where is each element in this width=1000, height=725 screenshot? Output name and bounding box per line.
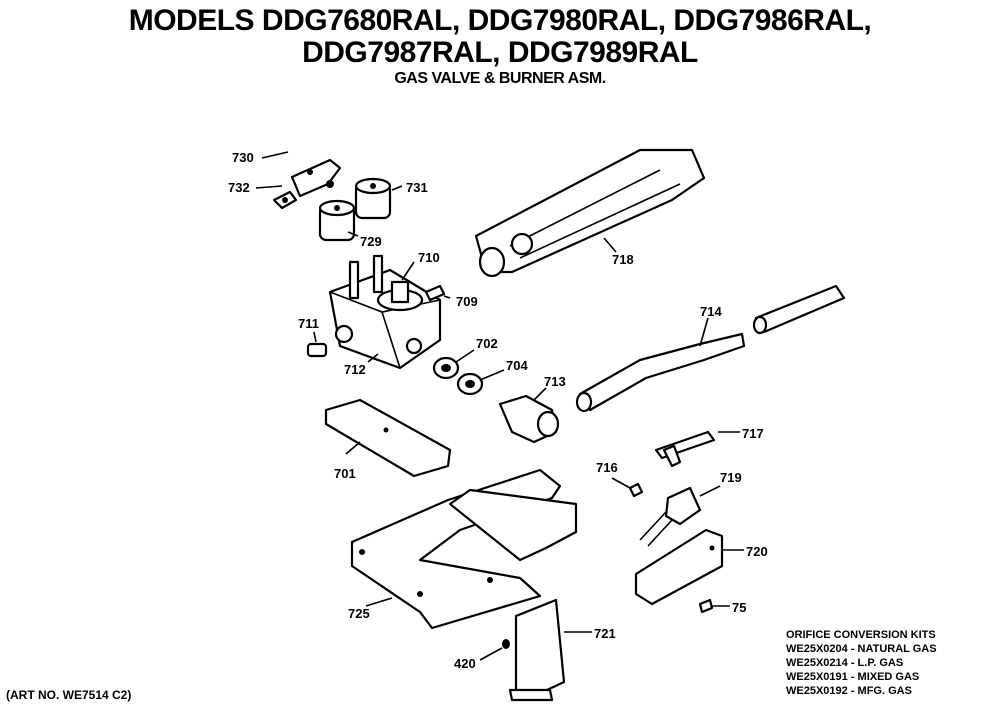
label-717: 717 <box>742 426 764 441</box>
label-701: 701 <box>334 466 356 481</box>
label-716: 716 <box>596 460 618 475</box>
label-712: 712 <box>344 362 366 377</box>
art-number: (ART NO. WE7514 C2) <box>6 688 132 702</box>
part-tube-extension <box>752 284 846 335</box>
part-712-gas-valve <box>328 254 442 370</box>
orifice-kit-row: WE25X0214 - L.P. GAS <box>786 657 904 669</box>
label-720: 720 <box>746 544 768 559</box>
subtitle: GAS VALVE & BURNER ASM. <box>394 70 606 87</box>
label-725: 725 <box>348 606 370 621</box>
label-719: 719 <box>720 470 742 485</box>
part-713-elbow <box>498 394 560 444</box>
label-75: 75 <box>732 600 746 615</box>
part-701-bracket <box>324 398 452 478</box>
label-732: 732 <box>228 180 250 195</box>
label-718: 718 <box>612 252 634 267</box>
part-732-screws <box>272 180 334 210</box>
title-line-2: DDG7987RAL, DDG7989RAL <box>302 36 698 69</box>
title-line-1: MODELS DDG7680RAL, DDG7980RAL, DDG7986RA… <box>128 4 872 37</box>
part-731-coil <box>354 177 392 220</box>
part-75-screw <box>698 598 714 614</box>
label-731: 731 <box>406 180 428 195</box>
part-704-fitting <box>456 372 484 396</box>
label-704: 704 <box>506 358 528 373</box>
label-702: 702 <box>476 336 498 351</box>
part-420-screw <box>502 639 510 649</box>
part-718-burner <box>474 148 706 278</box>
label-710: 710 <box>418 250 440 265</box>
label-729: 729 <box>360 234 382 249</box>
part-720-plate <box>634 528 724 606</box>
leader-lines <box>255 151 744 661</box>
part-729-coil <box>318 199 356 242</box>
part-725-base-bracket <box>350 468 578 630</box>
part-711-plug <box>306 342 328 358</box>
part-719-igniter <box>639 486 702 547</box>
label-709: 709 <box>456 294 478 309</box>
part-709-fitting <box>424 284 446 302</box>
orifice-kit-row: WE25X0204 - NATURAL GAS <box>786 643 937 655</box>
label-713: 713 <box>544 374 566 389</box>
part-714-tube <box>575 332 746 413</box>
part-721-shield <box>508 598 566 702</box>
part-702-gasket <box>432 356 460 380</box>
label-721: 721 <box>594 626 616 641</box>
part-716-screw <box>628 482 644 498</box>
label-420: 420 <box>454 656 476 671</box>
orifice-kits-table: ORIFICE CONVERSION KITS WE25X0204 - NATU… <box>786 628 996 698</box>
orifice-kit-row: WE25X0191 - MIXED GAS <box>786 671 920 683</box>
orifice-kit-row: WE25X0192 - MFG. GAS <box>786 685 912 697</box>
part-730-clip <box>290 158 342 198</box>
label-730: 730 <box>232 150 254 165</box>
label-711: 711 <box>298 316 319 331</box>
orifice-kits-heading: ORIFICE CONVERSION KITS <box>786 629 936 641</box>
part-717-bracket <box>654 430 716 468</box>
label-714: 714 <box>700 304 722 319</box>
